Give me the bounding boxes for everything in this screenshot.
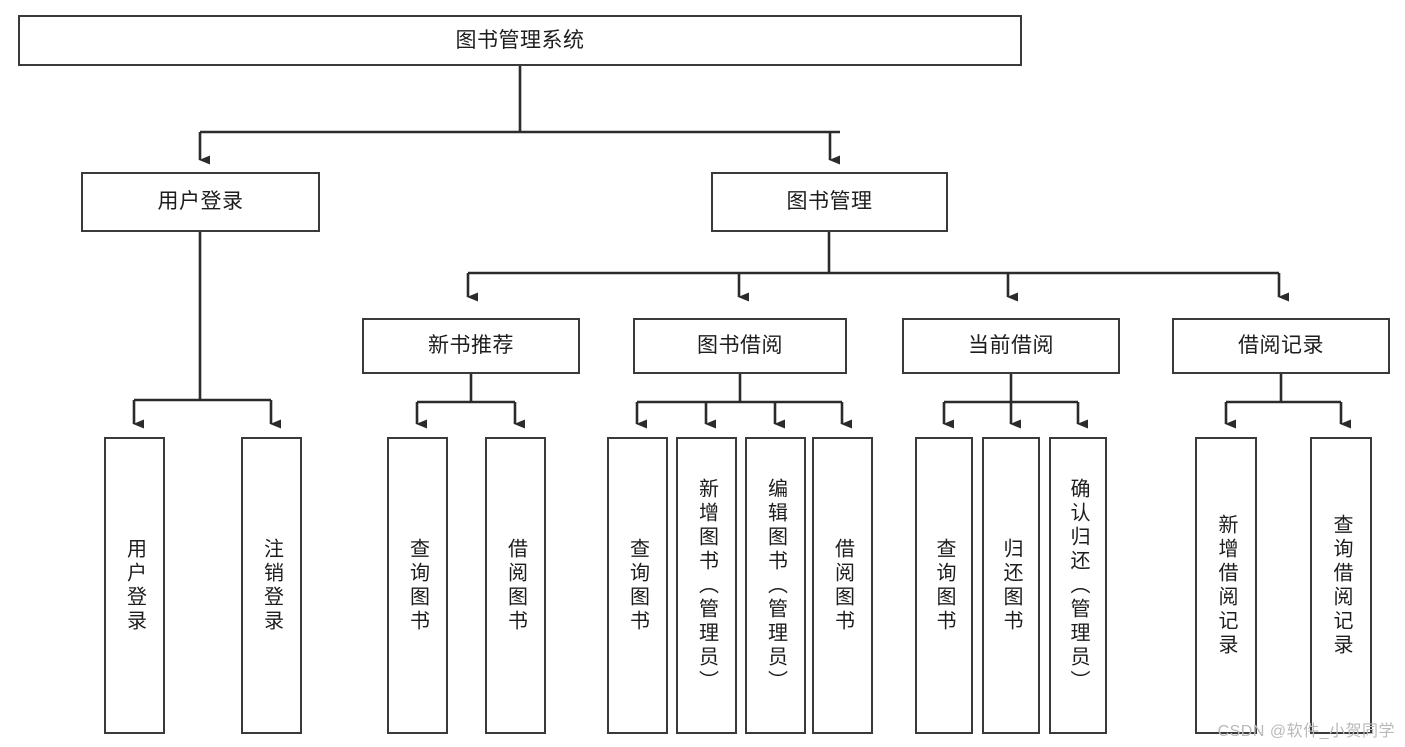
node-leaf-add-record-label: 新增借阅记录	[1215, 513, 1237, 658]
watermark-text: CSDN @软件_小贺同学	[1217, 723, 1395, 740]
node-book-manage-label: 图书管理	[786, 190, 873, 214]
node-leaf-confirm-return[interactable]: 确认归还（管理员）	[1049, 437, 1107, 734]
node-leaf-logout[interactable]: 注销登录	[241, 437, 302, 734]
node-leaf-query-book-3[interactable]: 查询图书	[915, 437, 973, 734]
node-leaf-query-book-2-label: 查询图书	[626, 537, 649, 634]
node-leaf-borrow-book-2[interactable]: 借阅图书	[812, 437, 873, 734]
node-leaf-borrow-book-1[interactable]: 借阅图书	[485, 437, 546, 734]
node-book-borrow[interactable]: 图书借阅	[633, 318, 847, 374]
node-leaf-query-record[interactable]: 查询借阅记录	[1310, 437, 1372, 734]
node-user-login-label: 用户登录	[157, 190, 244, 214]
node-leaf-edit-book[interactable]: 编辑图书（管理员）	[745, 437, 806, 734]
node-new-book-recommend-label: 新书推荐	[428, 334, 514, 358]
node-leaf-query-book-2[interactable]: 查询图书	[607, 437, 668, 734]
node-current-borrow[interactable]: 当前借阅	[902, 318, 1120, 374]
node-leaf-borrow-book-2-label: 借阅图书	[831, 537, 854, 634]
node-leaf-edit-book-label: 编辑图书（管理员）	[764, 477, 787, 694]
node-leaf-query-book-3-label: 查询图书	[933, 537, 955, 634]
node-root-label: 图书管理系统	[455, 28, 585, 52]
node-leaf-add-book[interactable]: 新增图书（管理员）	[676, 437, 737, 734]
node-new-book-recommend[interactable]: 新书推荐	[362, 318, 580, 374]
node-user-login[interactable]: 用户登录	[81, 172, 320, 232]
node-leaf-logout-label: 注销登录	[260, 537, 283, 634]
node-root[interactable]: 图书管理系统	[18, 15, 1022, 66]
node-book-manage[interactable]: 图书管理	[711, 172, 948, 232]
node-leaf-query-book-1-label: 查询图书	[406, 537, 429, 634]
node-leaf-borrow-book-1-label: 借阅图书	[504, 537, 527, 634]
node-leaf-user-login[interactable]: 用户登录	[104, 437, 165, 734]
node-current-borrow-label: 当前借阅	[968, 334, 1054, 358]
node-leaf-confirm-return-label: 确认归还（管理员）	[1067, 477, 1089, 694]
node-leaf-add-book-label: 新增图书（管理员）	[695, 477, 718, 694]
node-borrow-record-label: 借阅记录	[1238, 334, 1324, 358]
node-leaf-add-record[interactable]: 新增借阅记录	[1195, 437, 1257, 734]
node-leaf-return-book[interactable]: 归还图书	[982, 437, 1040, 734]
node-book-borrow-label: 图书借阅	[697, 334, 783, 358]
node-leaf-return-book-label: 归还图书	[1000, 537, 1022, 634]
node-leaf-query-record-label: 查询借阅记录	[1330, 513, 1352, 658]
node-leaf-query-book-1[interactable]: 查询图书	[387, 437, 448, 734]
node-borrow-record[interactable]: 借阅记录	[1172, 318, 1390, 374]
node-leaf-user-login-label: 用户登录	[123, 537, 146, 634]
